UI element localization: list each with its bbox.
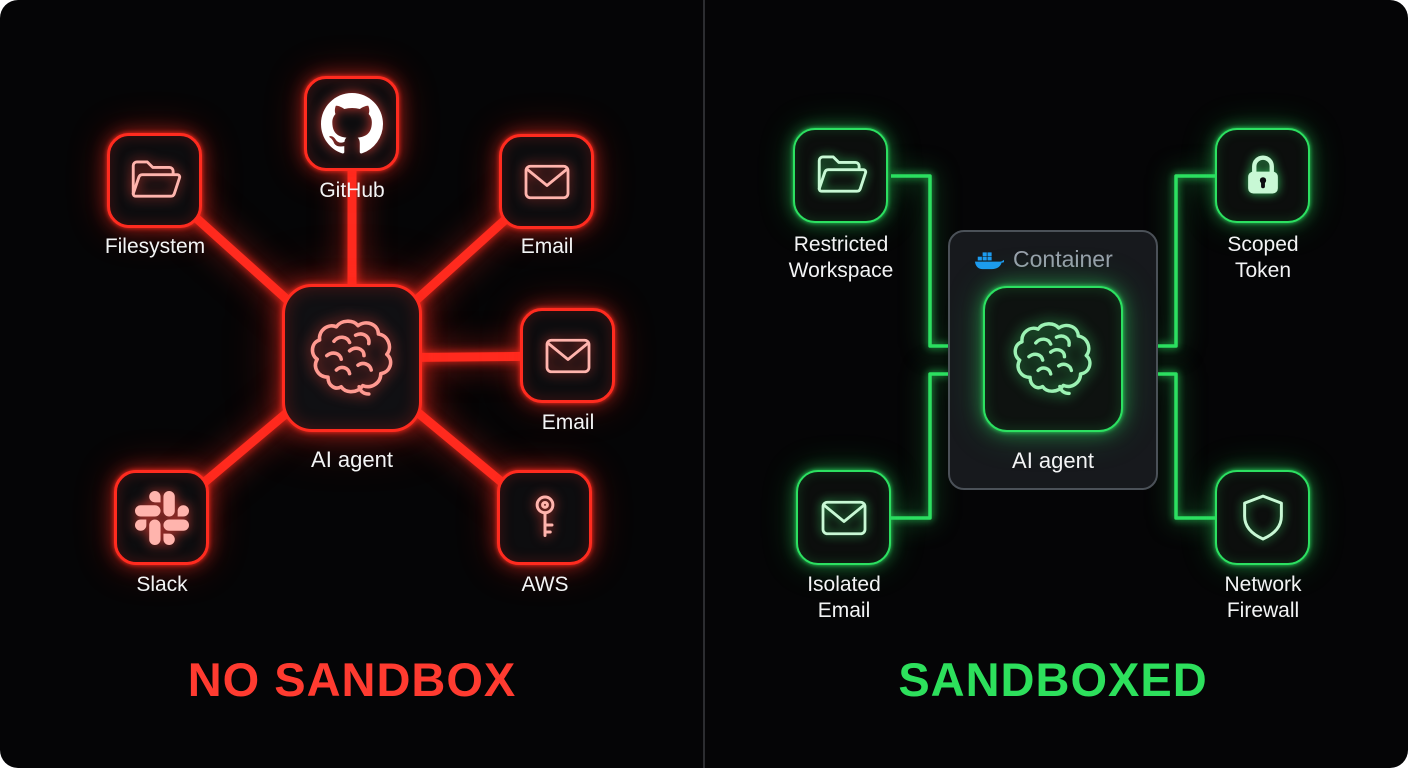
envelope-icon xyxy=(816,490,872,546)
envelope-icon xyxy=(540,328,596,384)
node-filesystem xyxy=(107,133,202,228)
container-box: Container AI agent xyxy=(948,230,1158,490)
node-label-filesystem: Filesystem xyxy=(104,235,206,258)
node-label-slack: Slack xyxy=(136,573,188,596)
node-label-isolated-email: Isolated Email xyxy=(807,573,881,623)
lock-icon xyxy=(1235,148,1291,204)
node-email-2 xyxy=(520,308,615,403)
node-label-aws: AWS xyxy=(521,573,569,596)
node-ai-agent xyxy=(282,284,422,432)
folder-icon xyxy=(126,152,184,210)
node-github xyxy=(304,76,399,171)
key-icon xyxy=(517,490,573,546)
github-icon xyxy=(320,92,383,155)
node-ai-agent-sandboxed xyxy=(983,286,1123,432)
node-network-firewall xyxy=(1215,470,1310,565)
slack-icon xyxy=(134,490,189,545)
node-slack xyxy=(114,470,209,565)
right-panel-title: SANDBOXED xyxy=(898,653,1208,706)
node-label-network-firewall: Network Firewall xyxy=(1224,573,1302,623)
node-label-github: GitHub xyxy=(319,179,385,202)
node-scoped-token xyxy=(1215,128,1310,223)
container-header: Container xyxy=(974,246,1113,273)
node-restricted-workspace xyxy=(793,128,888,223)
node-label-restricted-workspace: Restricted Workspace xyxy=(788,233,894,283)
node-label-ai-agent: AI agent xyxy=(311,447,393,472)
node-aws xyxy=(497,470,592,565)
node-label-email-2: Email xyxy=(541,411,595,434)
panel-divider xyxy=(703,0,705,768)
node-label-ai-agent-sandboxed: AI agent xyxy=(1012,448,1094,473)
brain-icon xyxy=(1007,320,1099,398)
shield-icon xyxy=(1235,490,1291,546)
node-isolated-email xyxy=(796,470,891,565)
left-panel-title: NO SANDBOX xyxy=(187,653,517,706)
node-label-scoped-token: Scoped Token xyxy=(1227,233,1299,283)
folder-icon xyxy=(812,147,870,205)
container-label: Container xyxy=(1013,246,1113,272)
brain-icon xyxy=(304,317,400,399)
node-email-1 xyxy=(499,134,594,229)
envelope-icon xyxy=(519,154,575,210)
docker-icon xyxy=(974,248,1004,271)
node-label-email-1: Email xyxy=(520,235,574,258)
